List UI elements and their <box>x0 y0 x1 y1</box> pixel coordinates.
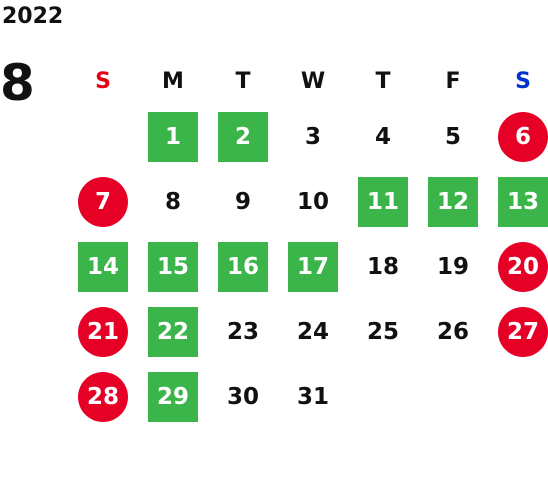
day-cell: 11 <box>348 169 418 234</box>
day-20[interactable]: 20 <box>498 241 548 292</box>
day-23[interactable]: 23 <box>226 318 259 345</box>
day-cell: 3 <box>278 104 348 169</box>
day-16[interactable]: 16 <box>218 241 268 292</box>
day-17[interactable]: 17 <box>288 241 338 292</box>
day-cell: 12 <box>418 169 488 234</box>
weekday-wed: W <box>300 68 326 94</box>
day-11[interactable]: 11 <box>358 176 408 227</box>
day-cell: 24 <box>278 299 348 364</box>
day-cell: 18 <box>348 234 418 299</box>
day-cell: 6 <box>488 104 548 169</box>
day-8[interactable]: 8 <box>164 188 181 215</box>
day-cell: 14 <box>68 234 138 299</box>
day-cell: 17 <box>278 234 348 299</box>
day-6[interactable]: 6 <box>498 111 548 162</box>
day-18[interactable]: 18 <box>366 253 399 280</box>
day-cell: 23 <box>208 299 278 364</box>
day-14[interactable]: 14 <box>78 241 128 292</box>
weekday-thu: T <box>375 68 391 94</box>
empty-cell <box>68 104 138 169</box>
day-cell: 27 <box>488 299 548 364</box>
day-cell: 19 <box>418 234 488 299</box>
day-cell: 28 <box>68 364 138 429</box>
day-4[interactable]: 4 <box>374 123 391 150</box>
day-21[interactable]: 21 <box>78 306 128 357</box>
day-31[interactable]: 31 <box>296 383 329 410</box>
day-2[interactable]: 2 <box>218 111 268 162</box>
day-cell: 16 <box>208 234 278 299</box>
day-10[interactable]: 10 <box>296 188 329 215</box>
day-cell: 21 <box>68 299 138 364</box>
day-27[interactable]: 27 <box>498 306 548 357</box>
weekday-fri: F <box>445 68 461 94</box>
day-24[interactable]: 24 <box>296 318 329 345</box>
day-cell: 26 <box>418 299 488 364</box>
day-cell: 31 <box>278 364 348 429</box>
day-13[interactable]: 13 <box>498 176 548 227</box>
day-12[interactable]: 12 <box>428 176 478 227</box>
weekday-mon: M <box>162 68 184 94</box>
day-9[interactable]: 9 <box>234 188 251 215</box>
day-cell: 2 <box>208 104 278 169</box>
calendar-month: 8 <box>0 54 35 112</box>
day-30[interactable]: 30 <box>226 383 259 410</box>
day-22[interactable]: 22 <box>148 306 198 357</box>
day-cell: 10 <box>278 169 348 234</box>
calendar-year: 2022 <box>2 4 64 29</box>
day-5[interactable]: 5 <box>444 123 461 150</box>
day-cell: 29 <box>138 364 208 429</box>
day-28[interactable]: 28 <box>78 371 128 422</box>
day-19[interactable]: 19 <box>436 253 469 280</box>
day-cell: 13 <box>488 169 548 234</box>
day-cell: 20 <box>488 234 548 299</box>
day-29[interactable]: 29 <box>148 371 198 422</box>
weekday-sun: S <box>95 68 111 94</box>
weekday-sat: S <box>515 68 531 94</box>
day-cell: 22 <box>138 299 208 364</box>
day-cell: 30 <box>208 364 278 429</box>
weekday-tue: T <box>235 68 251 94</box>
day-cell: 25 <box>348 299 418 364</box>
day-cell: 7 <box>68 169 138 234</box>
day-cell: 5 <box>418 104 488 169</box>
day-cell: 8 <box>138 169 208 234</box>
day-3[interactable]: 3 <box>304 123 321 150</box>
day-1[interactable]: 1 <box>148 111 198 162</box>
day-25[interactable]: 25 <box>366 318 399 345</box>
day-cell: 9 <box>208 169 278 234</box>
day-7[interactable]: 7 <box>78 176 128 227</box>
day-cell: 4 <box>348 104 418 169</box>
day-26[interactable]: 26 <box>436 318 469 345</box>
day-cell: 1 <box>138 104 208 169</box>
day-cell: 15 <box>138 234 208 299</box>
day-15[interactable]: 15 <box>148 241 198 292</box>
